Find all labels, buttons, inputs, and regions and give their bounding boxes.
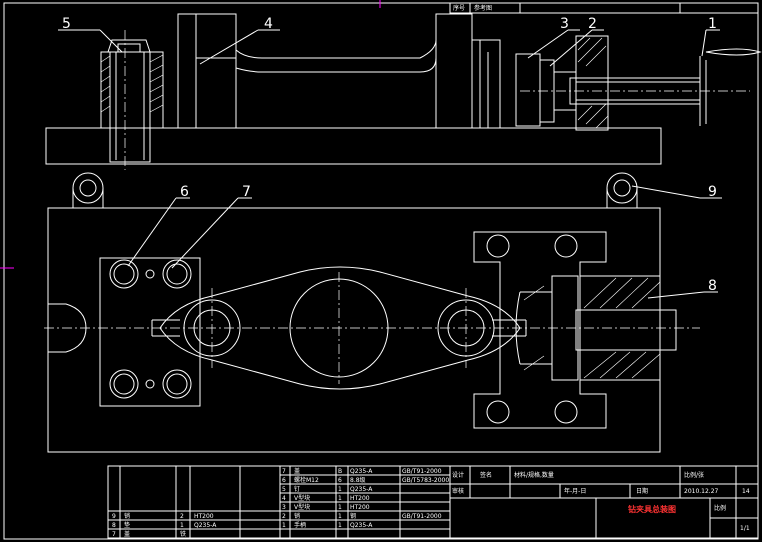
parts-cell: Q235-A — [350, 486, 373, 493]
parts-cell: 2 — [282, 513, 286, 520]
parts-cell: 手柄 — [294, 521, 306, 529]
parts-cell: 5 — [282, 486, 286, 493]
left-plate — [99, 257, 201, 407]
parts-cell: 螺栓M12 — [294, 476, 319, 484]
parts-cell: 6 — [338, 477, 342, 484]
parts-cell: 1 — [338, 495, 342, 502]
parts-cell: 8.8级 — [350, 476, 366, 484]
top-view — [44, 172, 700, 453]
clamp-bracket — [575, 35, 609, 131]
parts-cell: B — [338, 468, 342, 475]
parts-cell: GB/T91-2000 — [402, 468, 442, 475]
parts-cell: 7 — [282, 468, 286, 475]
parts-left-cell: 2 — [180, 513, 184, 520]
parts-cell: V型块 — [294, 494, 310, 502]
balloon-4: 4 — [264, 16, 273, 32]
parts-cell: 1 — [282, 522, 286, 529]
parts-cell: 1 — [338, 504, 342, 511]
balloon-5: 5 — [62, 16, 71, 32]
balloon-leaders — [58, 29, 722, 299]
tb-reviewer: 审核 — [452, 487, 464, 495]
tb-scale-label: 比例 — [714, 504, 726, 512]
parts-left-cell: 盖 — [124, 530, 130, 538]
top-strip-label-2: 参考图 — [474, 4, 492, 12]
parts-left-cell: Q235-A — [194, 522, 217, 529]
tb-ymd: 年-月-日 — [564, 487, 586, 495]
base-plate — [45, 127, 662, 165]
lug-left — [72, 172, 104, 204]
parts-cell: 1 — [338, 513, 342, 520]
parts-cell: Q235-A — [350, 522, 373, 529]
tb-scale-sheet: 比例/张 — [684, 471, 704, 479]
parts-cell: V型块 — [294, 503, 310, 511]
balloon-7: 7 — [242, 184, 251, 200]
parts-cell: 1 — [338, 486, 342, 493]
balloon-2: 2 — [588, 16, 597, 32]
parts-list — [107, 465, 451, 539]
front-view — [45, 13, 762, 170]
parts-cell: 1 — [338, 522, 342, 529]
tb-date-label: 日期 — [636, 487, 648, 495]
screw-head — [107, 39, 151, 53]
tb-sheet: 1/1 — [740, 525, 750, 532]
parts-cell: 盖 — [294, 467, 300, 475]
tb-designer: 设计 — [452, 471, 464, 479]
tb-date: 2010.12.27 — [684, 488, 719, 495]
tb-sheet-count: 14 — [742, 488, 750, 495]
parts-cell: 钉 — [294, 485, 300, 493]
top-strip — [449, 2, 759, 14]
balloon-8: 8 — [708, 278, 717, 294]
parts-left-cell: 9 — [112, 513, 116, 520]
parts-cell: HT200 — [350, 495, 370, 502]
parts-left-cell: HT200 — [194, 513, 214, 520]
parts-cell: 4 — [282, 495, 286, 502]
parts-left-cell: 8 — [112, 522, 116, 529]
base-top — [47, 207, 661, 453]
tb-sign: 签名 — [480, 471, 492, 479]
parts-cell: Q235-A — [350, 468, 373, 475]
parts-left-rows: 9 销 2 HT200 8 垫 1 Q235-A 7 盖 铁 — [112, 512, 217, 538]
lug-right — [606, 172, 638, 204]
balloon-6: 6 — [180, 184, 189, 200]
parts-left-cell: 铁 — [180, 530, 186, 538]
parts-left-cell: 销 — [124, 512, 130, 520]
v-block-right — [435, 13, 473, 129]
drawing-frame — [3, 2, 759, 540]
balloon-9: 9 — [708, 184, 717, 200]
tb-drawing-name: 钻夹具总装图 — [628, 504, 676, 514]
top-strip-label-1: 序号 — [453, 4, 465, 12]
balloon-1: 1 — [708, 16, 717, 32]
parts-cell: 销 — [294, 512, 300, 520]
tb-material: 材料/规格,数量 — [514, 471, 554, 479]
v-block-left — [177, 13, 237, 129]
parts-cell: HT200 — [350, 504, 370, 511]
parts-cell: GB/T91-2000 — [402, 513, 442, 520]
parts-cell: 3 — [282, 504, 286, 511]
parts-cell: GB/T5783-2000 — [402, 477, 449, 484]
parts-left-cell: 垫 — [124, 521, 130, 529]
title-block: 设计 签名 材料/规格,数量 比例/张 审核 年-月-日 日期 2010.12.… — [449, 465, 759, 539]
parts-rows: 7 盖 B Q235-A GB/T91-2000 6 螺栓M12 6 8.8级 GB/T5783-… — [282, 467, 449, 529]
channel — [235, 57, 437, 73]
parts-left-cell: 1 — [180, 522, 184, 529]
parts-cell: 6 — [282, 477, 286, 484]
parts-cell: 钢 — [350, 512, 356, 520]
right-clamp — [473, 231, 607, 429]
parts-left-cell: 7 — [112, 531, 116, 538]
balloon-3: 3 — [560, 16, 569, 32]
